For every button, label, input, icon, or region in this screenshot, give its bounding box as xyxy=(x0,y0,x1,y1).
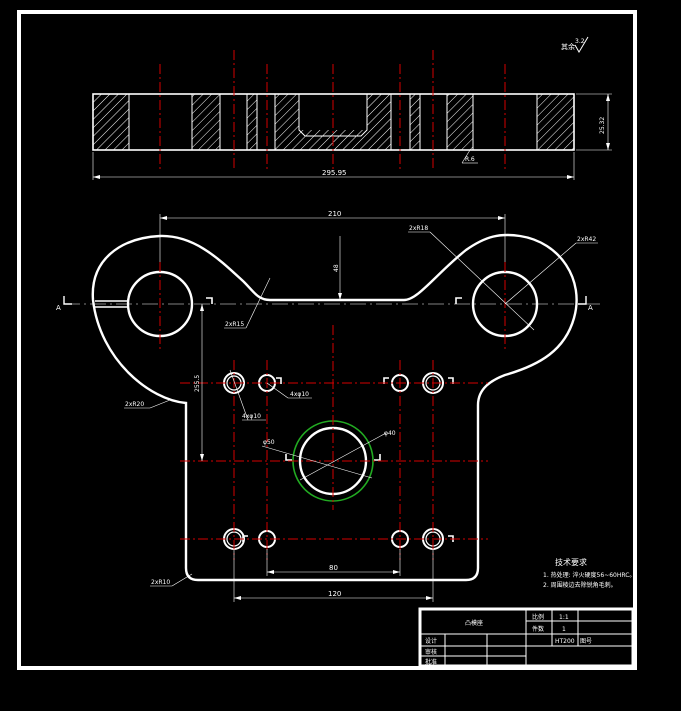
qty-value: 1 xyxy=(562,626,566,633)
hatch-block xyxy=(247,94,257,150)
note-phi10-a: 4xφ10 xyxy=(242,413,261,420)
tech-line-2: 2. 周围棱边去除锐角毛刺。 xyxy=(543,581,617,589)
note-phi10-b: 4xφ10 xyxy=(290,391,309,398)
hatch-block xyxy=(410,94,420,150)
dim-bottom-inner: 80 xyxy=(329,564,338,572)
hatch-block xyxy=(93,94,129,150)
row-design: 设计 xyxy=(425,637,437,645)
section-view: 295.95 25.32 R.6 xyxy=(92,50,612,180)
material-value: HT200 xyxy=(555,638,575,645)
note-r15: 2xR15 xyxy=(225,321,244,328)
note-r42: 2xR42 xyxy=(577,236,596,243)
scale-label: 比例 xyxy=(532,613,544,621)
note-r20: 2xR20 xyxy=(125,401,144,408)
centerlines xyxy=(159,262,506,560)
hatch-block xyxy=(275,94,299,150)
roughness-symbol: 其余 3.2 xyxy=(561,36,589,53)
row-approve: 批准 xyxy=(425,658,437,666)
plan-view: A A 210 48 255.5 80 120 2xR18 xyxy=(56,210,600,602)
part-name: 凸模座 xyxy=(465,619,483,627)
dim-depth: 48 xyxy=(333,264,340,272)
qty-label: 件数 xyxy=(532,625,544,633)
section-length-dim: 295.95 xyxy=(322,169,347,177)
note-r18: 2xR18 xyxy=(409,225,428,232)
plate-outline xyxy=(91,233,578,582)
chamfer-note: R.6 xyxy=(465,156,475,163)
note-r10: 2xR10 xyxy=(151,579,170,586)
dim-top: 210 xyxy=(328,210,341,218)
dim-vertical: 255.5 xyxy=(194,375,201,392)
hatch-block xyxy=(537,94,574,150)
tech-requirements: 技术要求 1. 热处理: 淬火硬度56~60HRC。 2. 周围棱边去除锐角毛刺… xyxy=(543,557,635,589)
row-check: 审核 xyxy=(425,648,437,656)
sheet-label: 图号 xyxy=(580,638,592,645)
title-block: 凸模座 比例 1:1 件数 1 HT200 图号 设计 审核 批准 xyxy=(418,607,635,668)
hatch-block xyxy=(447,94,473,150)
tech-heading: 技术要求 xyxy=(555,557,587,567)
section-mark-left: A xyxy=(56,304,61,312)
dim-bottom-outer: 120 xyxy=(328,590,341,598)
tech-line-1: 1. 热处理: 淬火硬度56~60HRC。 xyxy=(543,571,635,579)
scale-value: 1:1 xyxy=(559,614,569,621)
section-height-dim: 25.32 xyxy=(599,117,606,134)
hatch-block xyxy=(367,94,391,150)
note-phi50: φ50 xyxy=(263,439,275,446)
hatch-block xyxy=(192,94,220,150)
section-mark-right: A xyxy=(588,304,593,312)
roughness-label: 其余 xyxy=(561,42,575,51)
sheet-border xyxy=(17,10,637,670)
note-phi40: φ40 xyxy=(384,430,396,437)
roughness-value: 3.2 xyxy=(575,38,585,45)
